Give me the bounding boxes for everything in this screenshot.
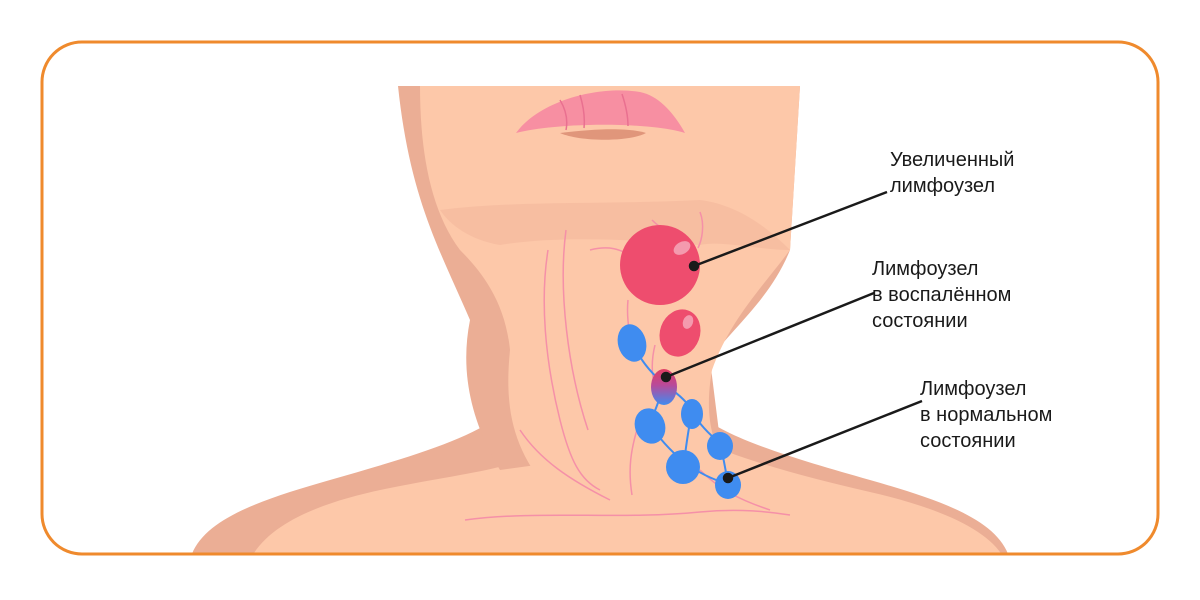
pointer-line-inflamed — [665, 291, 875, 379]
pointer-line-enlarged — [693, 190, 888, 268]
red-lymph-node — [659, 309, 701, 357]
normal-lymph-nodes — [617, 324, 741, 499]
pointer-dot-enlarged — [688, 260, 700, 272]
frame-border — [40, 40, 1160, 556]
pointer-line-normal — [727, 399, 923, 480]
upper-lip — [516, 90, 685, 133]
shoulder-light — [250, 440, 1005, 554]
neck-light — [420, 86, 800, 480]
label-enlarged-node: Увеличенный лимфоузел — [890, 147, 1014, 199]
label-normal-line-1: Лимфоузел — [920, 378, 1027, 400]
label-inflamed-line-3: состоянии — [872, 310, 968, 332]
label-inflamed-line-1: Лимфоузел — [872, 258, 979, 280]
lip-lines — [559, 93, 629, 131]
label-inflamed-node: Лимфоузел в воспалённом состоянии — [872, 256, 1011, 334]
label-normal-node: Лимфоузел в нормальном состоянии — [920, 376, 1052, 454]
label-inflamed-line-2: в воспалённом — [872, 284, 1012, 306]
enlarged-lymph-node — [620, 225, 700, 305]
jaw-shadow — [440, 200, 790, 250]
pointer-dot-normal — [722, 472, 734, 484]
lower-lip-shadow — [560, 129, 646, 140]
label-enlarged-line-1: Увеличенный — [890, 149, 1015, 171]
label-normal-line-2: в нормальном — [920, 404, 1053, 426]
label-enlarged-line-2: лимфоузел — [890, 175, 996, 197]
label-normal-line-3: состоянии — [920, 430, 1016, 452]
pointer-dot-inflamed — [660, 371, 672, 383]
